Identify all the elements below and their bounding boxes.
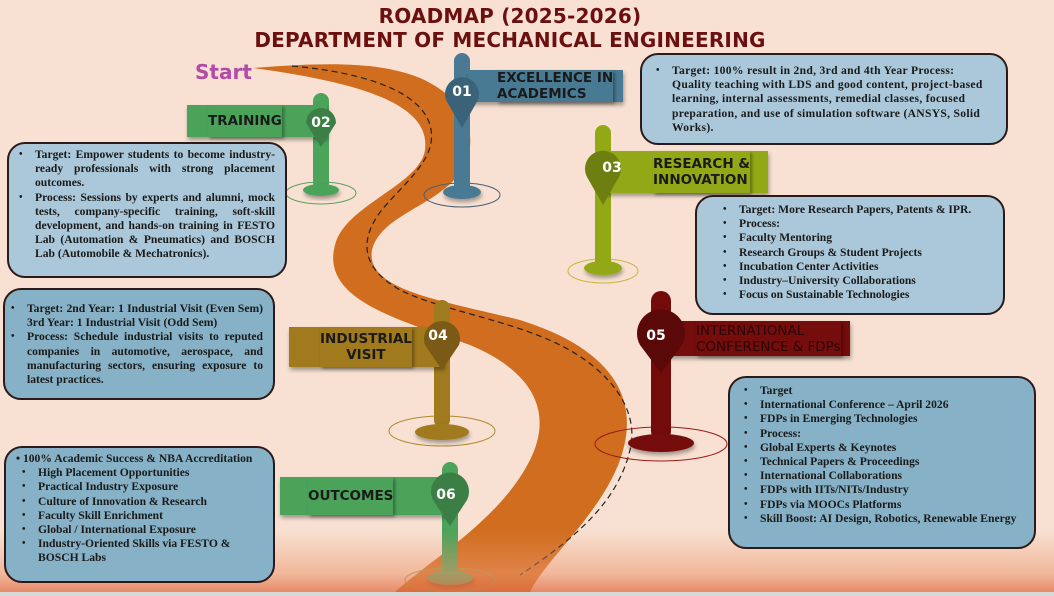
map-pin-icon	[585, 150, 621, 205]
milestone-post-01	[423, 53, 623, 208]
label-line: TRAINING	[208, 113, 282, 129]
details-box-outcomes: • 100% Academic Success & NBA Accreditat…	[4, 446, 275, 583]
label-line: INNOVATION	[653, 172, 748, 188]
detail-item: International Conference – April 2026	[738, 398, 1026, 412]
detail-item: Faculty Skill Enrichment	[16, 509, 267, 523]
detail-item: High Placement Opportunities	[16, 466, 267, 480]
label-line: OUTCOMES	[308, 488, 394, 504]
detail-item: Global / International Exposure	[16, 523, 267, 537]
sign-board-02	[187, 105, 327, 137]
detail-item: Target: More Research Papers, Patents & …	[717, 203, 995, 217]
detail-item: Practical Industry Exposure	[16, 480, 267, 494]
detail-item: Process: Schedule industrial visits to r…	[5, 330, 263, 387]
sign-board-01	[468, 70, 623, 102]
detail-item: International Collaborations	[738, 469, 1026, 483]
detail-item: Target: Empower students to become indus…	[13, 148, 275, 191]
milestone-number-02: 02	[311, 115, 331, 131]
detail-item: Technical Papers & Proceedings	[738, 455, 1026, 469]
details-box-research: Target: More Research Papers, Patents & …	[695, 195, 1005, 315]
milestone-number-04: 04	[428, 328, 448, 344]
milestone-number-05: 05	[646, 328, 666, 344]
milestone-post-05	[594, 291, 850, 462]
detail-item: Global Experts & Keynotes	[738, 441, 1026, 455]
detail-item: Target	[738, 384, 1026, 398]
label-line: RESEARCH &	[653, 156, 751, 172]
detail-item: Industry-Oriented Skills via FESTO & BOS…	[16, 537, 267, 565]
milestone-label-02: TRAINING	[208, 105, 282, 137]
map-pin-icon	[445, 77, 479, 128]
page-title: ROADMAP (2025-2026)	[378, 4, 642, 28]
details-box-conference: Target International Conference – April …	[728, 376, 1036, 549]
detail-item: Faculty Mentoring	[717, 231, 995, 245]
sign-board-06	[280, 477, 452, 515]
detail-item: Industry–University Collaborations	[717, 274, 995, 288]
label-line: EXCELLENCE IN	[497, 70, 614, 86]
detail-item: Process:	[738, 427, 1026, 441]
label-line: VISIT	[346, 347, 386, 363]
map-pin-icon	[430, 472, 469, 526]
label-line: INDUSTRIAL	[320, 331, 412, 347]
detail-item: Research Groups & Student Projects	[717, 246, 995, 260]
map-pin-icon	[424, 321, 461, 370]
bottom-border	[0, 592, 1054, 596]
detail-item: Skill Boost: AI Design, Robotics, Renewa…	[738, 512, 1026, 526]
detail-item: Target: 100% result in 2nd, 3rd and 4th …	[650, 64, 996, 135]
sign-board-03	[605, 151, 768, 193]
milestone-post-02	[187, 93, 357, 205]
detail-item: FDPs with IITs/NITs/Industry	[738, 483, 1026, 497]
milestone-number-06: 06	[436, 487, 456, 503]
details-box-industrial-visit: Target: 2nd Year: 1 Industrial Visit (Ev…	[3, 288, 275, 400]
detail-item: Incubation Center Activities	[717, 260, 995, 274]
detail-item: • 100% Academic Success & NBA Accreditat…	[16, 452, 253, 465]
milestone-number-01: 01	[452, 84, 472, 100]
detail-item: FDPs via MOOCs Platforms	[738, 498, 1026, 512]
milestone-number-03: 03	[602, 160, 622, 176]
detail-item: Process:	[717, 217, 995, 231]
details-box-academics: Target: 100% result in 2nd, 3rd and 4th …	[640, 53, 1008, 145]
label-line: ACADEMICS	[497, 86, 587, 102]
milestone-label-03: RESEARCH &INNOVATION	[653, 151, 750, 193]
map-pin-icon	[306, 108, 336, 147]
milestone-post-04	[289, 300, 496, 447]
details-box-training: Target: Empower students to become indus…	[7, 142, 287, 278]
label-line: CONFERENCE & FDPs	[696, 338, 841, 355]
sign-board-05	[660, 321, 850, 356]
label-line: INTERNATIONAL	[696, 322, 805, 339]
start-label: Start	[195, 60, 252, 84]
detail-item: Focus on Sustainable Technologies	[717, 288, 995, 302]
detail-item: FDPs in Emerging Technologies	[738, 412, 1026, 426]
milestone-post-03	[567, 125, 768, 284]
sign-board-04	[289, 327, 444, 367]
milestone-label-06: OUTCOMES	[308, 477, 393, 515]
detail-item: Process: Sessions by experts and alumni,…	[13, 191, 275, 262]
detail-item: Target: 2nd Year: 1 Industrial Visit (Ev…	[5, 302, 263, 330]
page-subtitle: DEPARTMENT OF MECHANICAL ENGINEERING	[254, 28, 766, 52]
map-pin-icon	[637, 309, 685, 373]
detail-item: Culture of Innovation & Research	[16, 495, 267, 509]
